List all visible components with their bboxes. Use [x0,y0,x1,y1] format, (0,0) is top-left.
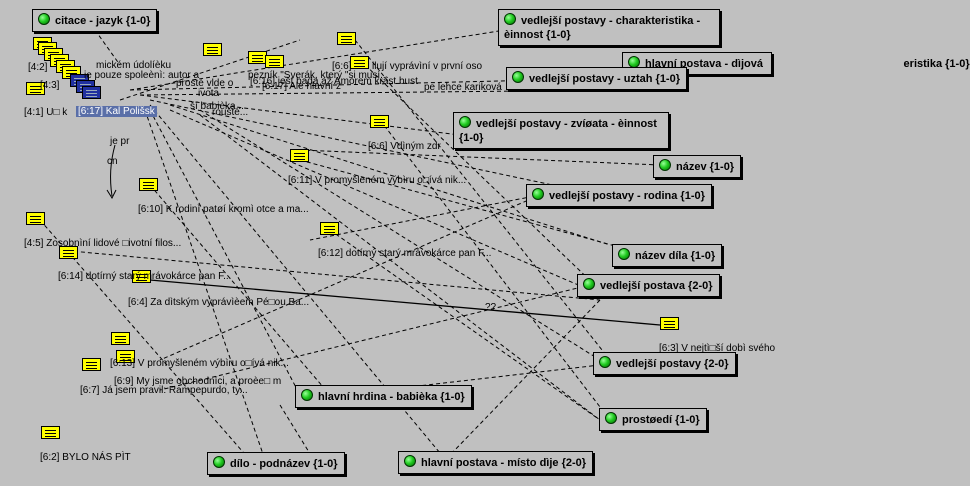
code-node-vedlejsi-postava[interactable]: vedlejší postava {2-0} [577,274,720,297]
code-node-vp-charakteristika[interactable]: vedlejší postavy - charakteristika - èin… [498,9,720,46]
selected-quote[interactable]: [6:17] Kal Polišsk [76,106,157,117]
code-node-dilo-podnazev[interactable]: dílo - podnázev {1-0} [207,452,345,475]
green-dot-icon [301,389,313,401]
code-node-prostredi[interactable]: prostøedí {1-0} [599,408,707,431]
quote-udolicku[interactable]: mickém údolíèku [96,60,172,71]
quote-6-17b[interactable]: pe lehce kariková [424,82,502,93]
quote-6-11[interactable]: [6:11] V promyšleném výbìru o□ívá nik... [288,175,467,186]
link-line [144,109,266,461]
quote-6-6[interactable]: [6:6] Vdìným zdr [368,141,441,152]
quote-eznik[interactable]: pezník "Sverák, který "si musí... [248,70,389,81]
green-dot-icon [599,356,611,368]
link-line [149,109,301,396]
quote-babicka[interactable]: ší babièka... [190,101,244,112]
link-line [139,94,461,136]
quote-4-1[interactable]: [4:1] U□ k [24,107,68,118]
quote-rouste[interactable]: roušte... [212,107,249,118]
link-line [309,194,541,241]
green-dot-icon [583,278,595,290]
code-node-nazev[interactable]: název {1-0} [653,155,742,178]
code-node-misto-deje[interactable]: hlavní postava - místo dìje {2-0} [398,451,594,474]
quote-6-14[interactable]: [6:14] dotírný starý mrávokárce pan F... [58,271,232,282]
memo-icon[interactable] [41,426,60,439]
green-dot-icon [532,188,544,200]
green-dot-icon [512,71,524,83]
green-dot-icon [459,116,471,128]
code-node-nazev-dila[interactable]: název díla {1-0} [612,244,723,267]
memo-icon[interactable] [132,270,151,283]
link-label: ?? [485,302,497,313]
green-dot-icon [38,13,50,25]
quote-6-x[interactable]: [6:6] [332,61,352,72]
code-node-citace[interactable]: citace - jazyk {1-0} [32,9,158,32]
memo-icon[interactable] [337,32,356,45]
quote-ivota[interactable]: ivota [198,88,220,99]
link-line [449,299,601,456]
quote-6-10[interactable]: [6:10] K rodinì patøí kromì otce a ma... [138,204,309,215]
code-node-vp-rodina[interactable]: vedlejší postavy - rodina {1-0} [526,184,712,207]
quote-6-17[interactable]: [6:17] Ale hlavní z [262,81,341,92]
memo-icon[interactable] [111,332,130,345]
memo-icon[interactable] [370,115,389,128]
quote-autor[interactable]: ie pouze spoleènì: autor a [84,70,200,81]
quote-4-5[interactable]: [4:5] Zosobnìní lidové □ivotní filos... [24,238,182,249]
memo-icon[interactable] [265,55,284,68]
memo-icon[interactable] [350,56,369,69]
green-dot-icon [504,13,516,25]
quote-4-2[interactable]: [4:2] [28,62,48,73]
link-label: cn [107,156,118,167]
code-node-hlavni-hrdina[interactable]: hlavní hrdina - babièka {1-0} [295,385,472,408]
memo-icon[interactable] [82,358,101,371]
green-dot-icon [605,412,617,424]
green-dot-icon [213,456,225,468]
quote-6-4[interactable]: [6:4] Za dìtským vyprávìèem Pé□ou Ba... [128,297,310,308]
quote-6-9[interactable]: [6:9] My jsme obchodníci, a proèe□ m [114,376,282,387]
memo-icon[interactable] [26,82,45,95]
quote-6-13[interactable]: [6:13] V promyšleném výbìru o□ívá nik... [110,358,289,369]
green-dot-icon [659,159,671,171]
code-node-vp-vztah[interactable]: vedlejší postavy - uztah {1-0} [506,67,687,90]
link-line [199,114,601,421]
quote-6-16[interactable]: [6:16] ješt bada až Amorem krást bust [250,76,418,87]
link-arrow [110,144,116,197]
memo-icon[interactable] [26,212,45,225]
code-node-vedlejsi-postavy[interactable]: vedlejší postavy {2-0} [593,352,736,375]
memo-icon[interactable] [660,317,679,330]
quote-6-2[interactable]: [6:2] BYLO NÁS PÌT [40,452,131,463]
green-dot-icon [618,248,630,260]
quote-proste[interactable]: prosté vlde o [176,78,234,89]
quote-vypraveni[interactable]: ilují vyprávìní v první oso [372,61,483,72]
memo-icon[interactable] [82,86,101,99]
memo-icon[interactable] [320,222,339,235]
memo-icon[interactable] [139,178,158,191]
memo-icon[interactable] [290,149,309,162]
memo-icon[interactable] [116,350,135,363]
link-label: je pr [110,136,130,147]
quote-4-3[interactable]: [4:3] [40,80,60,91]
link-line [379,119,611,421]
quote-6-3[interactable]: [6:3] V nejtì□ší dobì svého [659,343,776,354]
quote-6-7[interactable]: [6:7] Já jsem pravil: Rampepurdo, ty... [80,385,248,396]
quote-6-12[interactable]: [6:12] dotírný starý mrávokárce pan F... [318,248,492,259]
link-line [299,149,661,166]
memo-icon[interactable] [59,246,78,259]
memo-icon[interactable] [203,43,222,56]
green-dot-icon [404,455,416,467]
code-node-vp-zvirata[interactable]: vedlejší postavy - zvíøata - èinnost {1-… [453,112,669,149]
